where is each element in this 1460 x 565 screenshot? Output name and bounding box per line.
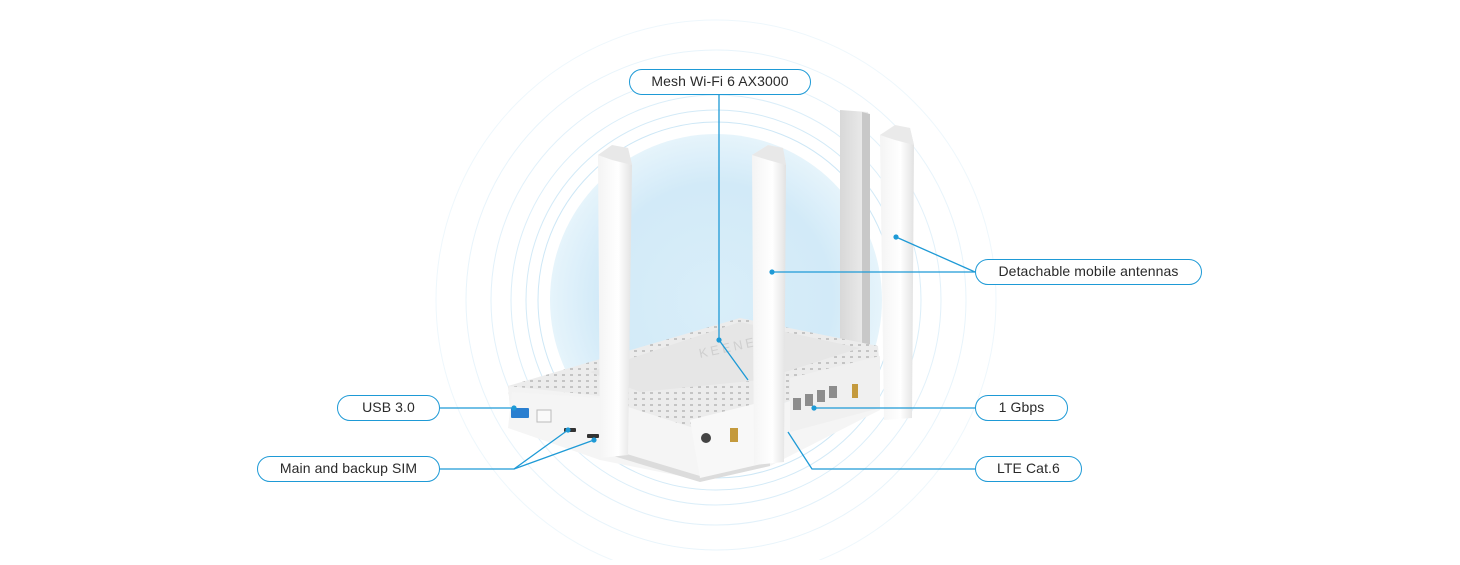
antenna-front-left xyxy=(598,145,632,458)
callout-usb: USB 3.0 xyxy=(337,395,440,421)
antenna-front-center xyxy=(752,145,786,465)
callout-mesh-wifi: Mesh Wi-Fi 6 AX3000 xyxy=(629,69,811,95)
leader-sim-b xyxy=(513,439,595,470)
leader-dots xyxy=(511,234,899,443)
power-jack xyxy=(701,433,711,443)
callout-sim: Main and backup SIM xyxy=(257,456,440,482)
leader-lte xyxy=(787,431,975,470)
usb-port xyxy=(511,408,529,418)
wps-button xyxy=(536,409,552,423)
antenna-connector xyxy=(730,384,858,442)
callout-lte: LTE Cat.6 xyxy=(975,456,1082,482)
back-antenna xyxy=(840,110,870,352)
ethernet-ports xyxy=(793,386,837,410)
callout-detachable-antennas: Detachable mobile antennas xyxy=(975,259,1202,285)
callout-gbps: 1 Gbps xyxy=(975,395,1068,421)
leader-antennas-b xyxy=(895,236,976,273)
sim-slot-backup xyxy=(587,434,599,438)
